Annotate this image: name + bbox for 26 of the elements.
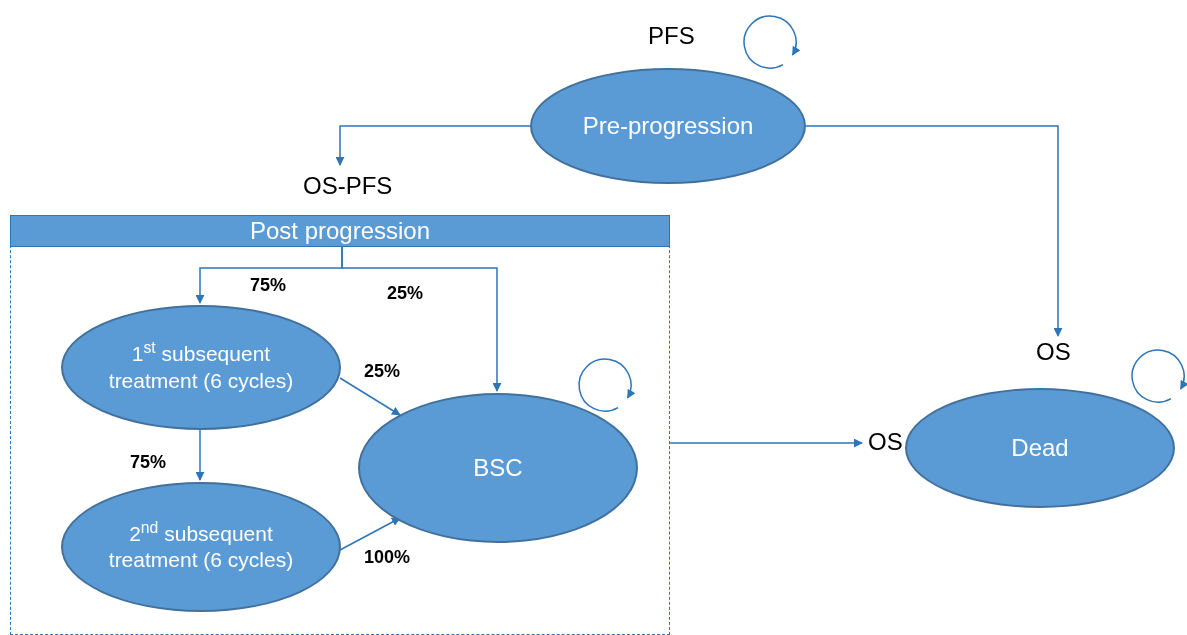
state-ellipse: Pre-progression (530, 68, 806, 184)
arrow (195, 429, 205, 481)
edge-label: 25% (362, 362, 403, 380)
arrow (339, 517, 401, 551)
dashed-group-box (10, 215, 670, 635)
state-ellipse: Dead (905, 388, 1175, 508)
state-ellipse: 2$^{nd}$ subsequent treatment (6 cycles) (61, 482, 341, 612)
arrow (805, 125, 1063, 337)
state-ellipse: BSC (358, 393, 638, 543)
arrow (669, 438, 863, 448)
state-label: OS (1036, 340, 1071, 364)
arrow (339, 377, 401, 416)
self-loop-arrow (578, 358, 636, 412)
group-header: Post progression (10, 215, 670, 247)
edge-label: 75% (248, 276, 289, 294)
state-label: PFS (648, 24, 695, 48)
state-label: OS (868, 430, 903, 454)
self-loop-arrow (743, 15, 801, 69)
arrow (341, 246, 502, 392)
edge-label: 100% (362, 548, 413, 566)
state-label: OS-PFS (303, 174, 393, 198)
state-ellipse: 1$^{st}$ subsequent treatment (6 cycles) (61, 305, 341, 430)
self-loop-arrow (1131, 349, 1187, 403)
edge-label: 75% (128, 453, 169, 471)
arrow (335, 125, 531, 166)
edge-label: 25% (385, 284, 426, 302)
